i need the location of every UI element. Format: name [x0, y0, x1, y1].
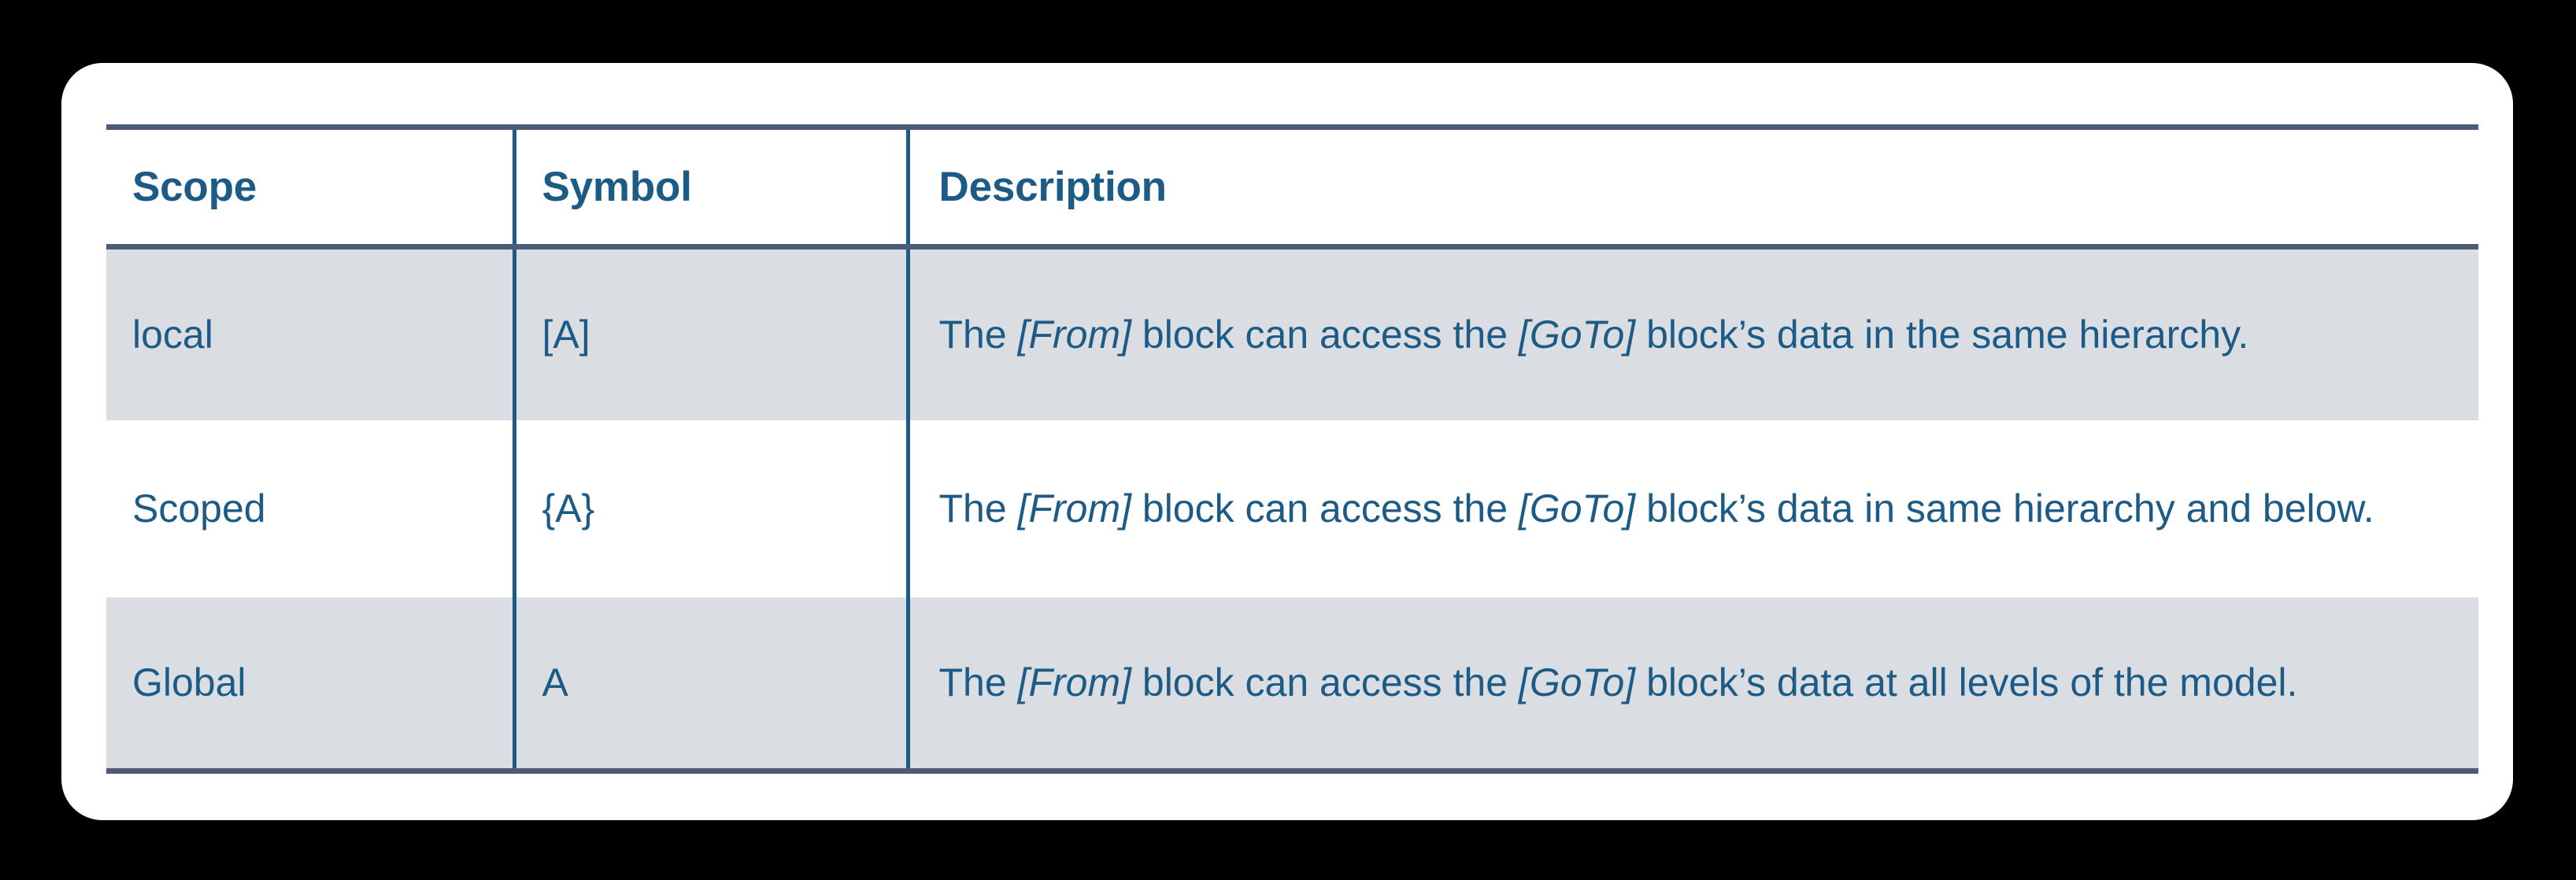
cell-symbol: [A]	[512, 246, 908, 420]
cell-symbol-value: A	[542, 660, 568, 704]
desc-text-mid: block can access the	[1131, 486, 1519, 531]
desc-text-tail: block’s data at all levels of the model.	[1635, 660, 2298, 704]
desc-text-tail: block’s data in same hierarchy and below…	[1635, 486, 2374, 531]
column-header-description-label: Description	[938, 164, 1168, 210]
cell-description: The [From] block can access the [GoTo] b…	[905, 246, 2479, 420]
column-header-description: Description	[905, 124, 2478, 250]
cell-description: The [From] block can access the [GoTo] b…	[905, 420, 2479, 597]
table-body: local [A] The [From] block can access th…	[106, 246, 2479, 774]
cell-symbol: A	[512, 597, 908, 774]
cell-description-value: The [From] block can access the [GoTo] b…	[910, 481, 2479, 537]
cell-symbol-value: {A}	[542, 486, 595, 531]
from-block-reference: [From]	[1017, 312, 1131, 357]
cell-scope-value: Global	[132, 660, 246, 704]
cell-description-value: The [From] block can access the [GoTo] b…	[910, 307, 2479, 363]
desc-text-lead: The	[938, 486, 1018, 531]
table-row: Global A The [From] block can access the…	[106, 597, 2479, 774]
desc-text-lead: The	[938, 660, 1018, 704]
table-header: Scope Symbol Description	[106, 124, 2478, 250]
desc-text-tail: block’s data in the same hierarchy.	[1635, 312, 2249, 357]
from-block-reference: [From]	[1017, 660, 1131, 704]
cell-symbol-value: [A]	[542, 312, 590, 357]
column-header-symbol-label: Symbol	[542, 164, 692, 210]
cell-scope-value: Scoped	[132, 486, 266, 531]
cell-scope: Global	[106, 597, 514, 774]
cell-description: The [From] block can access the [GoTo] b…	[905, 597, 2479, 774]
desc-text-lead: The	[938, 312, 1018, 357]
header-row: Scope Symbol Description	[106, 124, 2478, 250]
goto-block-reference: [GoTo]	[1518, 312, 1636, 357]
column-header-symbol: Symbol	[512, 124, 908, 250]
cell-scope: local	[106, 246, 514, 420]
from-block-reference: [From]	[1017, 486, 1131, 531]
content-card: Scope Symbol Description local	[61, 63, 2513, 820]
cell-symbol: {A}	[512, 420, 908, 597]
cell-description-value: The [From] block can access the [GoTo] b…	[910, 655, 2479, 711]
table-row: Scoped {A} The [From] block can access t…	[106, 420, 2478, 597]
column-header-scope: Scope	[106, 124, 514, 250]
cell-scope: Scoped	[106, 420, 514, 597]
cell-scope-value: local	[132, 312, 213, 357]
desc-text-mid: block can access the	[1131, 312, 1519, 357]
goto-block-reference: [GoTo]	[1518, 660, 1636, 704]
desc-text-mid: block can access the	[1131, 660, 1519, 704]
scope-reference-table: Scope Symbol Description local	[106, 124, 2478, 774]
table-row: local [A] The [From] block can access th…	[106, 246, 2479, 420]
column-header-scope-label: Scope	[132, 164, 257, 210]
goto-block-reference: [GoTo]	[1518, 486, 1636, 531]
